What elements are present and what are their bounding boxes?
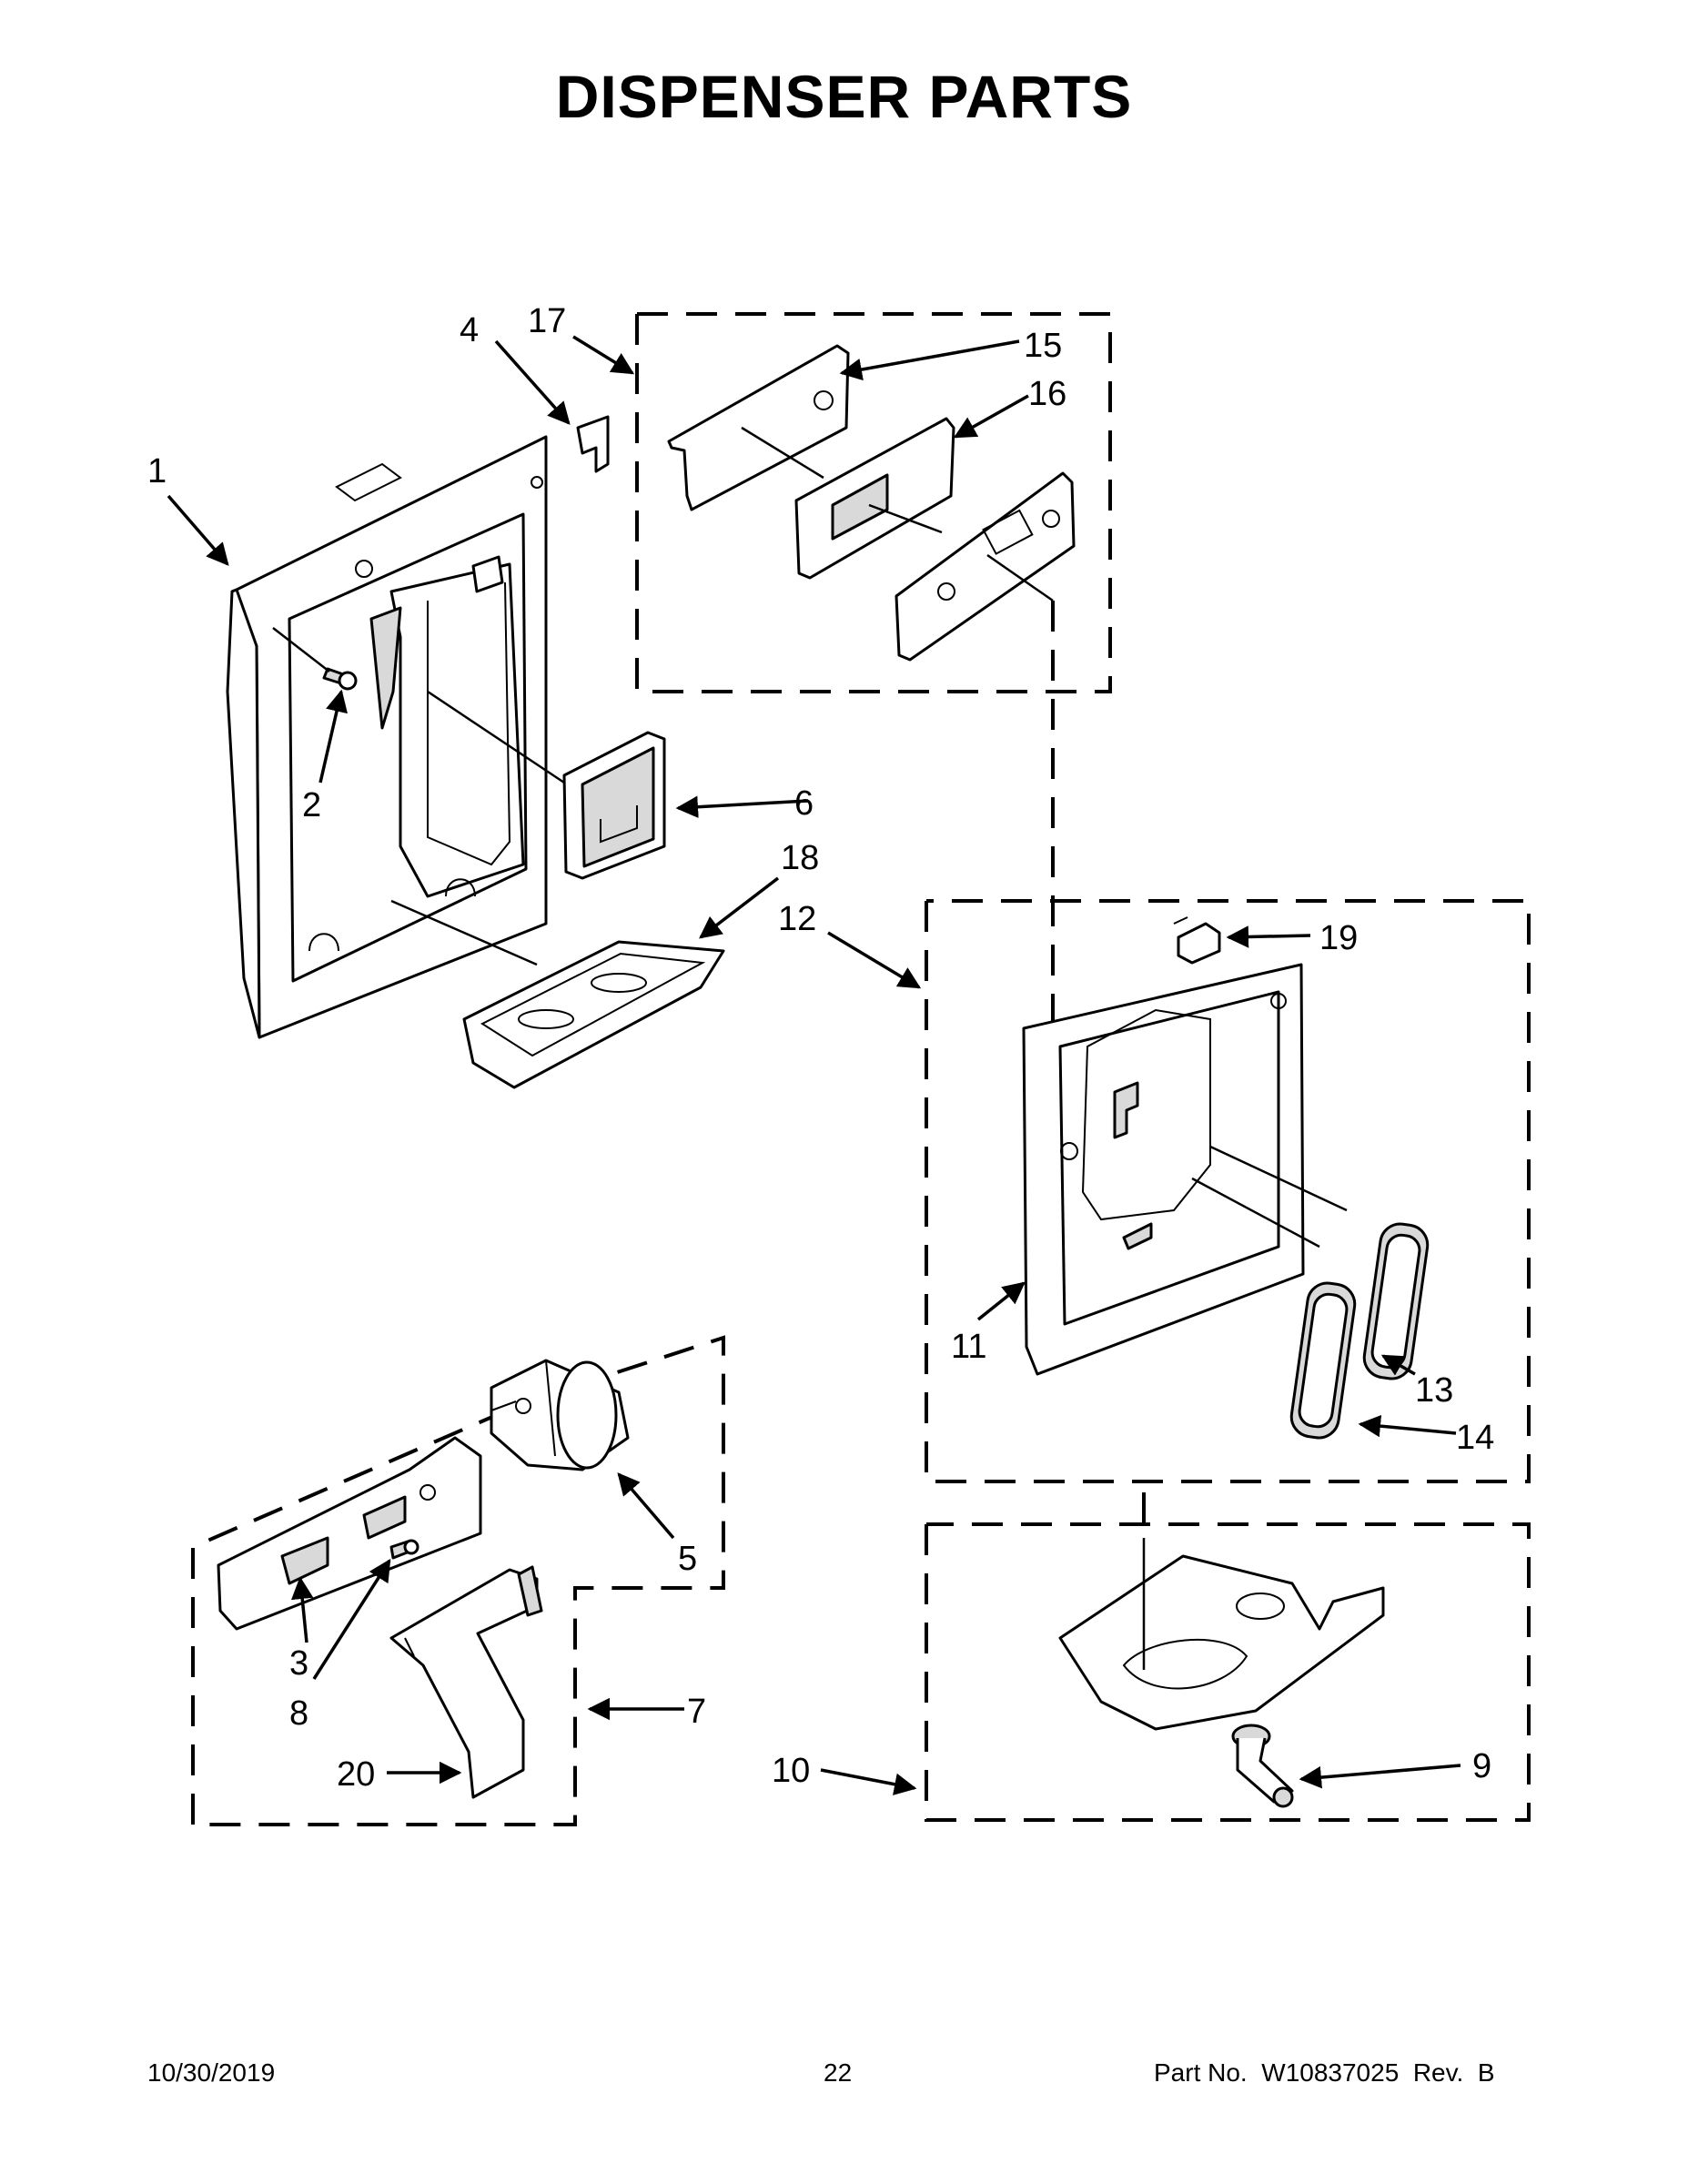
callout-10: 10 <box>772 1752 810 1790</box>
part-dispenser-rail <box>217 1436 482 1631</box>
callout-5: 5 <box>678 1540 697 1578</box>
callout-13: 13 <box>1415 1371 1453 1410</box>
assembly-box-12 <box>925 899 1531 1483</box>
part-ice-chute <box>1058 1538 1385 1731</box>
assembly-box-10 <box>925 1522 1531 1822</box>
callout-6: 6 <box>794 784 814 823</box>
callout-15: 15 <box>1024 327 1062 365</box>
callout-17: 17 <box>528 302 566 340</box>
page-title: DISPENSER PARTS <box>555 63 1133 130</box>
part-elbow-fitting <box>1231 1724 1294 1808</box>
part-motor <box>490 1359 630 1471</box>
callout-8: 8 <box>289 1694 308 1733</box>
assembly-box-17 <box>635 312 1112 693</box>
assembly-box-7 <box>191 1335 725 1826</box>
callout-18: 18 <box>781 839 819 877</box>
callout-4: 4 <box>460 311 479 349</box>
part-dispenser-housing <box>226 435 548 1039</box>
part-lever <box>389 1565 543 1799</box>
footer-part-number: Part No. W10837025 Rev. B <box>1154 2058 1495 2087</box>
part-control-board <box>667 344 1076 662</box>
callout-12: 12 <box>778 900 816 938</box>
part-pad-small <box>1289 1281 1357 1440</box>
part-paddle <box>427 690 666 880</box>
part-switch <box>1173 916 1221 965</box>
callout-14: 14 <box>1456 1419 1494 1457</box>
part-bracket <box>576 415 610 473</box>
callout-9: 9 <box>1472 1747 1491 1785</box>
part-screw <box>272 627 358 691</box>
callout-7: 7 <box>687 1693 706 1731</box>
callout-20: 20 <box>337 1755 375 1794</box>
footer-page-number: 22 <box>824 2058 853 2087</box>
part-dispenser-frame <box>1022 963 1348 1376</box>
part-pad-large <box>1362 1222 1430 1380</box>
part-drip-tray <box>390 899 725 1089</box>
callout-arrows <box>167 335 1461 1795</box>
callout-19: 19 <box>1319 919 1358 957</box>
callout-11: 11 <box>951 1328 986 1366</box>
callout-3: 3 <box>289 1644 308 1683</box>
callout-16: 16 <box>1028 375 1066 413</box>
callout-1: 1 <box>147 452 167 490</box>
part-small-screw <box>389 1539 419 1560</box>
callout-2: 2 <box>302 786 321 824</box>
footer-date: 10/30/2019 <box>147 2058 276 2087</box>
